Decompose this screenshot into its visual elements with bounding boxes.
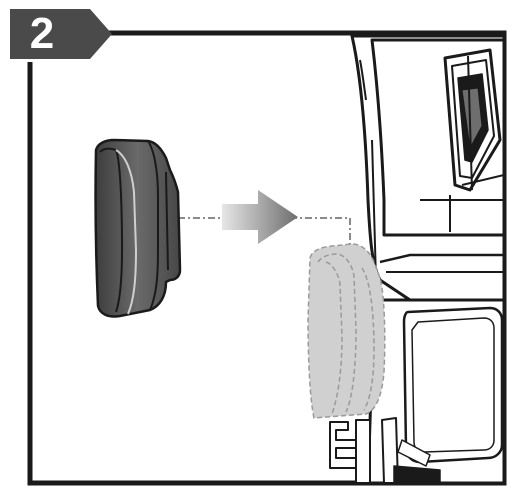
insert-direction-arrow-icon <box>222 190 298 244</box>
clip-target-outline-icon <box>308 244 385 418</box>
step-number-label: 2 <box>10 9 74 59</box>
accessory-clip-icon <box>96 140 180 317</box>
